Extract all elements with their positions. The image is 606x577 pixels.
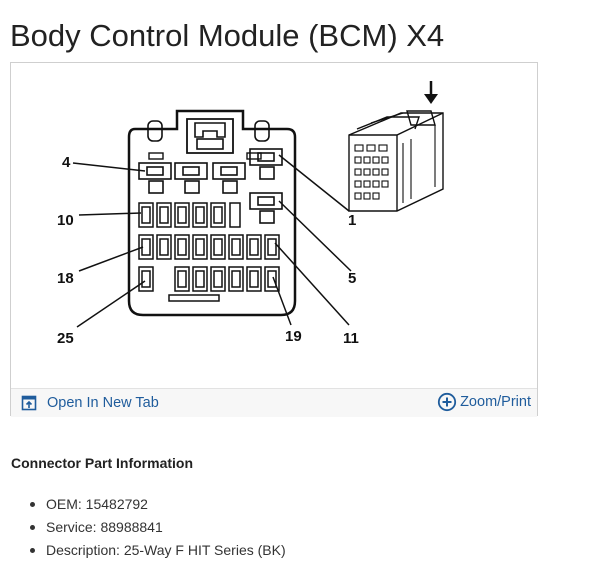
list-item-oem: OEM: 15482792: [28, 494, 286, 517]
callout-19: 19: [285, 328, 302, 345]
open-in-new-tab-label: Open In New Tab: [47, 395, 159, 411]
zoom-print-label: Zoom/Print: [460, 394, 531, 410]
list-item-service: Service: 88988841: [28, 517, 286, 540]
connector-info-list: OEM: 15482792 Service: 88988841 Descript…: [28, 494, 286, 563]
zoom-print-link[interactable]: Zoom/Print: [437, 390, 531, 414]
down-arrow-icon: [424, 94, 438, 104]
callout-4: 4: [62, 154, 71, 171]
figure-footer: Open In New Tab Zoom/Print: [11, 388, 537, 417]
callout-5: 5: [348, 270, 356, 287]
callout-10: 10: [57, 212, 74, 229]
connector-figure: 4 10 18 25 1 5 11 19 Open In New Tab Zoo…: [10, 62, 538, 417]
latch: [186, 118, 234, 154]
connector-diagram: 4 10 18 25 1 5 11 19: [57, 81, 444, 347]
connector-3d-view: [348, 110, 444, 212]
zoom-plus-icon: [437, 392, 457, 412]
page-title: Body Control Module (BCM) X4: [10, 18, 445, 53]
callout-18: 18: [57, 270, 74, 287]
open-in-new-tab-link[interactable]: Open In New Tab: [21, 392, 159, 414]
callout-11: 11: [343, 330, 359, 347]
open-new-tab-icon: [21, 395, 37, 411]
callout-25: 25: [57, 330, 74, 347]
callout-1: 1: [348, 212, 356, 229]
list-item-description: Description: 25-Way F HIT Series (BK): [28, 540, 286, 563]
connector-housing: [127, 109, 297, 317]
connector-info-heading: Connector Part Information: [11, 455, 194, 471]
